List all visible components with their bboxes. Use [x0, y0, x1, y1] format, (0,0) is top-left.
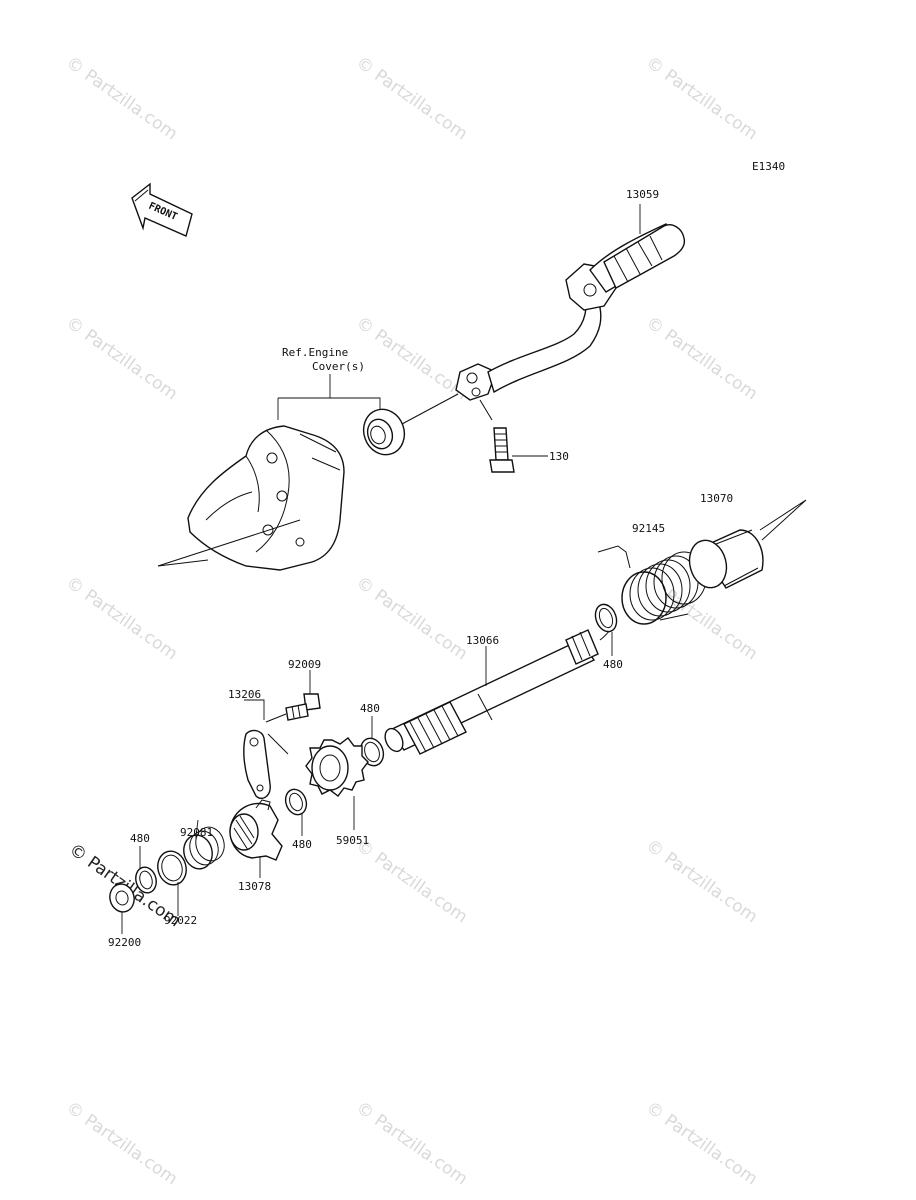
spring-guide [688, 499, 807, 589]
circlip-480-d [135, 866, 157, 894]
circlip-480-a [594, 603, 618, 633]
kick-spring [597, 545, 707, 625]
part-label-13078: 13078 [238, 880, 271, 893]
diagram-code: E1340 [752, 160, 785, 173]
watermark: © Partzilla.com [352, 53, 471, 145]
ref-note-line2: Cover(s) [312, 360, 365, 373]
watermark: © Partzilla.com [642, 1098, 761, 1190]
watermark: © Partzilla.com [352, 573, 471, 665]
part-label-13206: 13206 [228, 688, 261, 701]
part-label-92200: 92200 [108, 936, 141, 949]
part-label-92009: 92009 [288, 658, 321, 671]
watermark: © Partzilla.com [352, 313, 471, 405]
part-label-92022: 92022 [164, 914, 197, 927]
ref-note-line1: Ref.Engine [282, 346, 348, 359]
kick-shaft [384, 621, 615, 755]
part-label-130: 130 [549, 450, 569, 463]
watermark: © Partzilla.com [62, 1098, 181, 1190]
kick-pedal [455, 223, 686, 401]
part-label-59051: 59051 [336, 834, 369, 847]
part-label-92081: 92081 [180, 826, 213, 839]
front-arrow-icon: FRONT [131, 182, 193, 237]
part-label-480-c: 480 [292, 838, 312, 851]
watermark: © Partzilla.com [642, 313, 761, 405]
part-label-13059: 13059 [626, 188, 659, 201]
part-label-480-d: 480 [130, 832, 150, 845]
bolt-92009 [285, 693, 321, 721]
part-label-480-b: 480 [360, 702, 380, 715]
watermark: © Partzilla.com [642, 836, 761, 928]
kick-gear [305, 737, 369, 797]
watermark: © Partzilla.com [62, 313, 181, 405]
part-label-92145: 92145 [632, 522, 665, 535]
watermark: © Partzilla.com [352, 836, 471, 928]
part-label-13066: 13066 [466, 634, 499, 647]
bolt-130 [489, 427, 515, 473]
circlip-480-b [359, 737, 385, 767]
washer-92200 [109, 883, 135, 913]
ratchet [229, 799, 283, 861]
ratchet-spring [183, 826, 225, 870]
watermark: © Partzilla.com [62, 573, 181, 665]
part-label-13070: 13070 [700, 492, 733, 505]
watermark: © Partzilla.com [62, 53, 181, 145]
watermark: © Partzilla.com [642, 53, 761, 145]
engine-cover [157, 425, 345, 571]
part-label-480-a: 480 [603, 658, 623, 671]
oil-seal [362, 408, 406, 456]
watermark: © Partzilla.com [352, 1098, 471, 1190]
circlip-480-c [284, 788, 308, 816]
washer-92022 [157, 850, 187, 886]
guide-plate [243, 729, 271, 800]
